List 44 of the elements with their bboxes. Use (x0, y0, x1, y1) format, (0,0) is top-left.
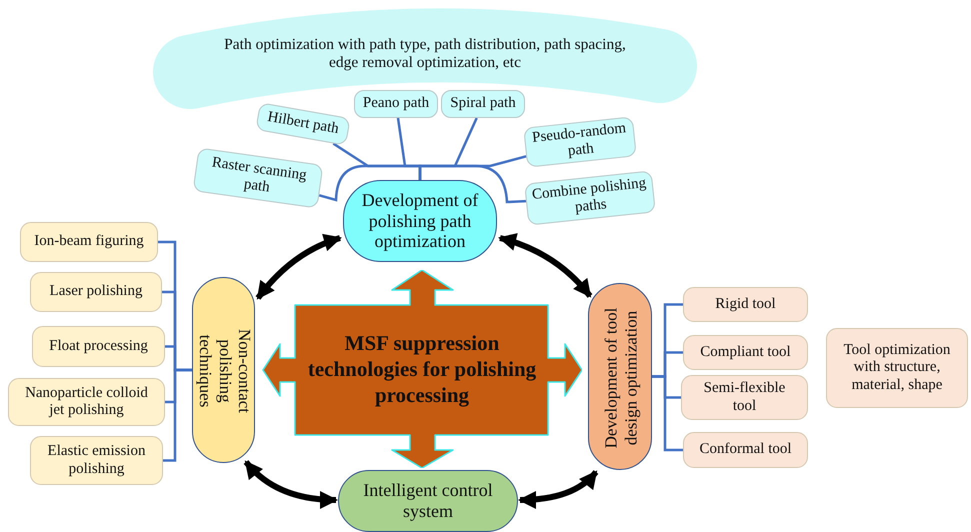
rounded-box (681, 375, 808, 420)
node-label: Ion-beam figuring (34, 233, 144, 251)
rounded-box (20, 222, 158, 262)
rounded-box (8, 378, 165, 426)
connector-line (163, 368, 192, 462)
rounded-node (192, 277, 255, 463)
rounded-box (683, 432, 808, 468)
rounded-node (588, 283, 652, 470)
connector-line (418, 164, 526, 204)
node-label: Intelligent control system (362, 480, 494, 522)
node-label: Spiral path (450, 95, 516, 113)
rounded-box (354, 90, 438, 118)
rounded-box (32, 326, 165, 367)
node-label: Path optimization with path type, path distribution, path spacing, edge removal optimization, etc (223, 36, 627, 72)
node-label: Development of tool design optimization (601, 306, 641, 450)
double-arrow (518, 470, 598, 509)
node-label: Float processing (49, 338, 148, 356)
rounded-box (683, 335, 808, 370)
node-label: Hilbert path (266, 109, 340, 139)
node-label: Peano path (362, 95, 430, 113)
double-arrow (244, 460, 338, 509)
rounded-box (30, 436, 163, 485)
connector-line (652, 375, 683, 452)
node-label: Nanoparticle colloid jet polishing (24, 384, 149, 420)
rounded-box (441, 90, 525, 118)
node-label: Combine polishing paths (530, 174, 648, 218)
node-label: Rigid tool (715, 296, 776, 314)
node-label: Compliant tool (700, 344, 791, 362)
node-label: Development of polishing path optimization (360, 190, 480, 252)
node-label: Tool optimization with structure, material, shape (842, 342, 952, 394)
node-label: Semi-flexible tool (702, 380, 786, 415)
node-label: Raster scanning path (210, 153, 309, 198)
rounded-box (826, 328, 968, 408)
rounded-node (343, 180, 497, 262)
node-label: Elastic emission polishing (46, 443, 146, 478)
rounded-box (30, 272, 162, 312)
node-label: Non-contact polishing techniques (195, 328, 254, 416)
node-label: Laser polishing (50, 283, 142, 301)
node-label: Pseudo-random path (530, 119, 628, 162)
double-arrow (256, 234, 342, 300)
double-arrow (498, 234, 592, 298)
rounded-box (683, 287, 808, 322)
node-label: Conformal tool (699, 441, 792, 459)
node-label: MSF suppression technologies for polishing processing (306, 330, 538, 408)
